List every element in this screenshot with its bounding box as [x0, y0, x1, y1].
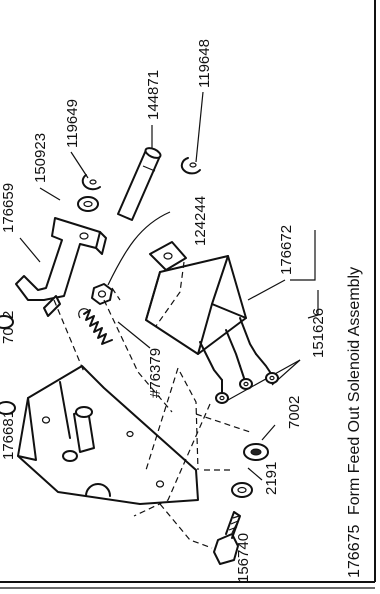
label-176681-cut: 176681: [0, 410, 17, 460]
cutoff-washer-7002: [0, 315, 14, 329]
label-176672: 176672: [278, 225, 295, 275]
figure-caption: 176675 Form Feed Out Solenoid Assembly: [346, 267, 363, 578]
solenoid-176672: [145, 241, 257, 381]
label-119649: 119649: [64, 99, 81, 148]
spring-76379: [78, 308, 113, 345]
lockwasher-2191: [231, 482, 253, 498]
label-124244: 124244: [192, 196, 209, 246]
label-156740: 156740: [235, 533, 252, 583]
part-labels: 144871 119648 119649 150923 176659 12424…: [0, 39, 327, 583]
washer-150923: [77, 196, 99, 212]
nut-124244: [91, 283, 113, 305]
washer-7002: [243, 443, 269, 461]
e-ring-119649: [81, 174, 101, 191]
lever-176659: [15, 217, 107, 317]
label-151626: 151626: [310, 308, 327, 358]
caption-title: Form Feed Out Solenoid Assembly: [346, 267, 363, 515]
label-76379: #76379: [147, 348, 164, 398]
bracket-176681: [17, 365, 199, 505]
caption-part-number: 176675: [346, 525, 363, 578]
label-7002: 7002: [286, 396, 303, 429]
e-ring-119648: [180, 157, 201, 175]
wire-leads-151626: [215, 353, 279, 404]
label-2191: 2191: [263, 462, 280, 495]
pin-144871: [117, 147, 162, 221]
label-176659: 176659: [0, 183, 17, 233]
cutoff-part-176681: [0, 401, 16, 415]
label-119648: 119648: [196, 39, 213, 88]
label-150923: 150923: [32, 133, 49, 183]
screw-156740: [213, 511, 241, 565]
label-144871: 144871: [145, 70, 162, 120]
assembly-guides: [53, 261, 251, 549]
